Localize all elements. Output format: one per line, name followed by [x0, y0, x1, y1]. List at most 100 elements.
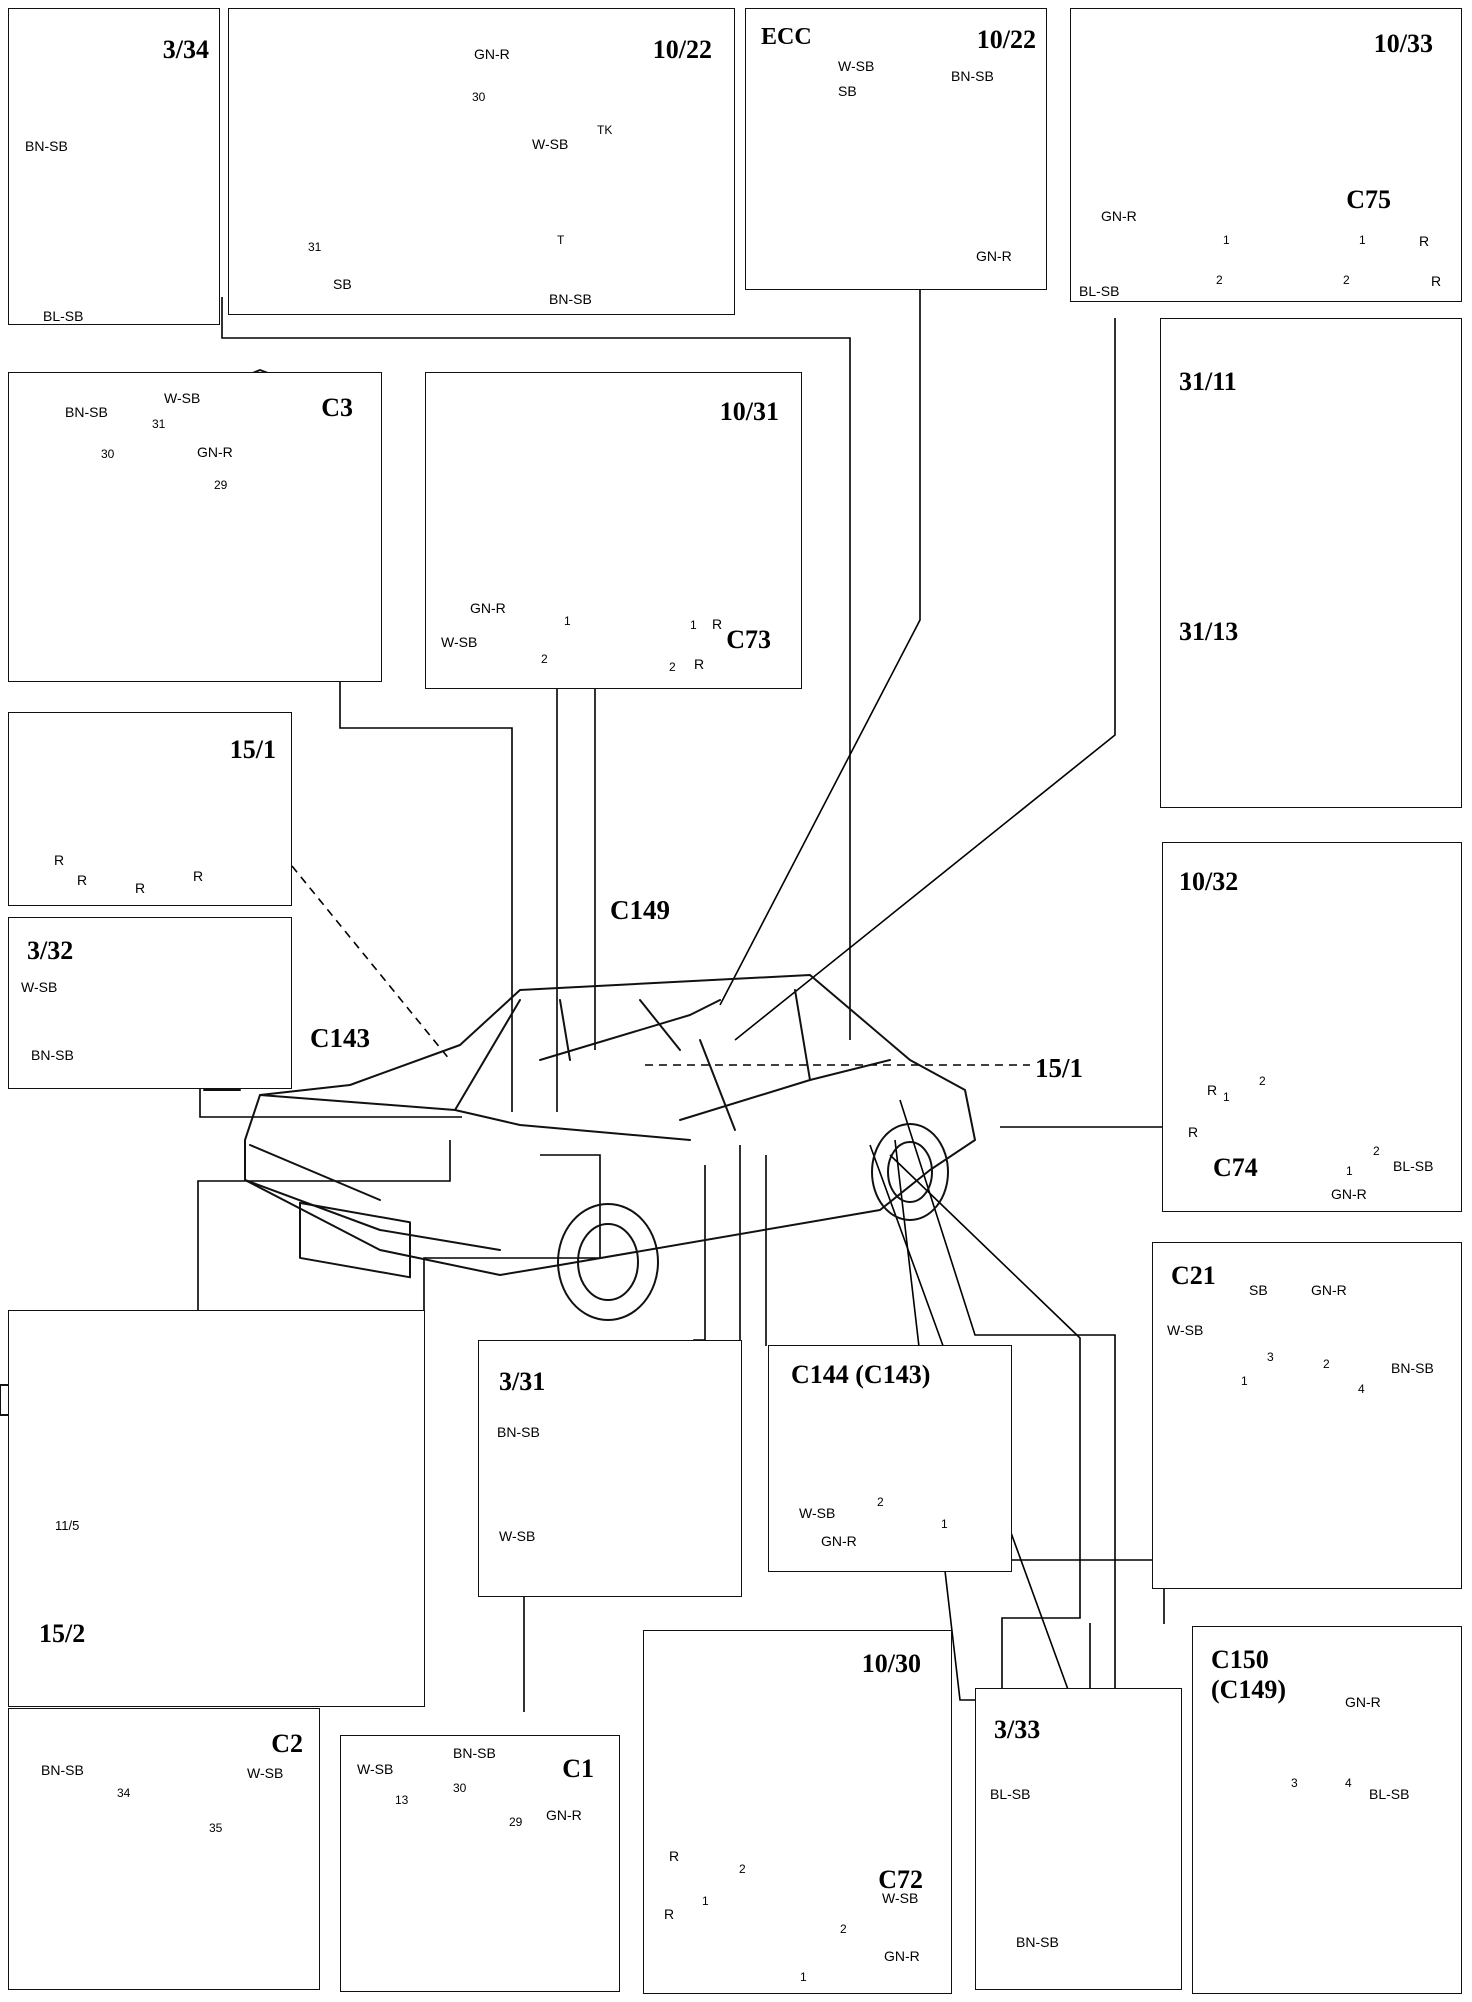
wire-label: W-SB	[499, 1528, 536, 1544]
wire-label: GN-R	[976, 248, 1012, 264]
panel-c21: C21 SB GN-R W-SB 3 2 BN-SB 1 4	[1152, 1242, 1462, 1589]
panel-3-33: 3/33 BL-SB BN-SB	[975, 1688, 1182, 1990]
wire-label: R	[1188, 1124, 1199, 1140]
wire-label: R	[135, 880, 146, 896]
wire-label: R	[694, 656, 705, 672]
wire-label: R	[54, 852, 65, 868]
wire-label: R	[1419, 233, 1430, 249]
pin-label: 13	[395, 1793, 409, 1807]
wire-label: BN-SB	[1391, 1360, 1434, 1376]
wire-label: SB	[838, 83, 857, 99]
panel-title: 3/31	[499, 1367, 546, 1396]
panel-10-31: 10/31 C73 GN-R 1 1 R W-SB 2 2 R	[425, 372, 802, 689]
pin-label: TK	[597, 123, 613, 137]
wire-label: GN-R	[1331, 1186, 1367, 1202]
panel-31-11: 31/11 31/13	[1160, 318, 1462, 808]
pin-label: 1	[800, 1970, 807, 1984]
wire-label: R	[1207, 1082, 1218, 1098]
panel-c150: C150 (C149) GN-R 3 4 BL-SB	[1192, 1626, 1462, 1994]
wire-label: SB	[1249, 1282, 1268, 1298]
panel-subtitle: C72	[878, 1865, 923, 1894]
panel-10-22: 10/22 GN-R 30 W-SB TK 31 T SB BN-SB	[228, 8, 735, 315]
pin-label: 30	[453, 1781, 467, 1795]
wire-label: BN-SB	[65, 404, 108, 420]
panel-title: 3/32	[27, 936, 74, 965]
wire-label: BL-SB	[1393, 1158, 1434, 1174]
pin-label: 2	[669, 660, 676, 674]
pin-label: 2	[1259, 1074, 1266, 1088]
pin-label: 11/5	[55, 1518, 80, 1533]
label-c143: C143	[310, 1023, 370, 1053]
panel-title: 10/32	[1179, 867, 1239, 896]
panel-title: 3/34	[162, 35, 209, 64]
panel-title: 10/33	[1373, 29, 1433, 58]
panel-title: C2	[271, 1729, 303, 1758]
pin-label: 31	[308, 240, 322, 254]
wire-label: BN-SB	[41, 1762, 84, 1778]
wire-label: W-SB	[247, 1765, 284, 1781]
wire-label: SB	[333, 276, 352, 292]
pin-label: T	[557, 233, 565, 247]
pin-label: 31	[152, 417, 166, 431]
pin-label: 1	[564, 614, 571, 628]
wire-label: W-SB	[532, 136, 569, 152]
wire-label: GN-R	[884, 1948, 920, 1964]
panel-3-34: 3/34 BN-SB BL-SB	[8, 8, 220, 325]
panel-c144: C144 (C143) 2 W-SB GN-R 1	[768, 1345, 1012, 1572]
pin-label: 1	[1241, 1374, 1248, 1388]
panel-3-32: 3/32 W-SB BN-SB	[8, 917, 292, 1089]
pin-label: 3	[1267, 1350, 1274, 1364]
pin-label: 2	[739, 1862, 746, 1876]
pin-label: 34	[117, 1786, 131, 1800]
panel-title: 10/31	[719, 397, 779, 426]
label-c149: C149	[610, 895, 670, 925]
panel-10-30: 10/30 C72 R 2 R 1 W-SB 2 GN-R 1	[643, 1630, 952, 1994]
panel-10-33: 10/33 C75 GN-R 1 1 R BL-SB 2 2 R	[1070, 8, 1462, 302]
panel-title: 3/33	[994, 1715, 1041, 1744]
panel-subtitle: 31/13	[1179, 617, 1239, 646]
panel-title: C21	[1171, 1261, 1216, 1290]
panel-title: C3	[321, 393, 353, 422]
wire-label: BL-SB	[1079, 283, 1120, 299]
pin-label: 1	[1359, 233, 1366, 247]
panel-subtitle: 15/2	[39, 1619, 86, 1648]
wire-label: BN-SB	[31, 1047, 74, 1063]
pin-label: 30	[101, 447, 115, 461]
wire-label: GN-R	[1101, 208, 1137, 224]
wire-label: BN-SB	[25, 138, 68, 154]
panel-11-5: 11/5 15/2	[8, 1310, 425, 1707]
wire-label: BN-SB	[549, 291, 592, 307]
pin-label: 4	[1345, 1776, 1352, 1790]
wire-label: BL-SB	[43, 308, 84, 324]
pin-label: 4	[1358, 1382, 1365, 1396]
wire-label: W-SB	[1167, 1322, 1204, 1338]
pin-label: 29	[509, 1815, 523, 1829]
wire-label: W-SB	[799, 1505, 836, 1521]
panel-10-32: 10/32 C74 R 2 1 R 2 BL-SB 1 GN-R	[1162, 842, 1462, 1212]
wire-label: BN-SB	[951, 68, 994, 84]
pin-label: 1	[1346, 1164, 1353, 1178]
wire-label: W-SB	[164, 390, 201, 406]
wire-label: BN-SB	[453, 1745, 496, 1761]
panel-c2: C2 BN-SB 34 W-SB 35	[8, 1708, 320, 1990]
pin-label: 2	[1373, 1144, 1380, 1158]
panel-10-22-ecc: ECC 10/22 W-SB SB BN-SB GN-R	[745, 8, 1047, 290]
panel-15-1: 15/1 R R R R	[8, 712, 292, 906]
wire-label: GN-R	[546, 1807, 582, 1823]
pin-label: 1	[690, 618, 697, 632]
pin-label: 2	[840, 1922, 847, 1936]
wire-label: GN-R	[474, 46, 510, 62]
wire-label: R	[1431, 273, 1442, 289]
panel-subtitle: C74	[1213, 1153, 1258, 1182]
pin-label: 3	[1291, 1776, 1298, 1790]
panel-subtitle: (C149)	[1211, 1675, 1287, 1704]
wire-label: W-SB	[21, 979, 58, 995]
wire-label: GN-R	[470, 600, 506, 616]
pin-label: 1	[941, 1517, 948, 1531]
pin-label: 2	[1323, 1357, 1330, 1371]
wire-label: GN-R	[1345, 1694, 1381, 1710]
pin-label: 1	[1223, 1090, 1230, 1104]
wire-label: GN-R	[197, 444, 233, 460]
wire-label: R	[669, 1848, 680, 1864]
